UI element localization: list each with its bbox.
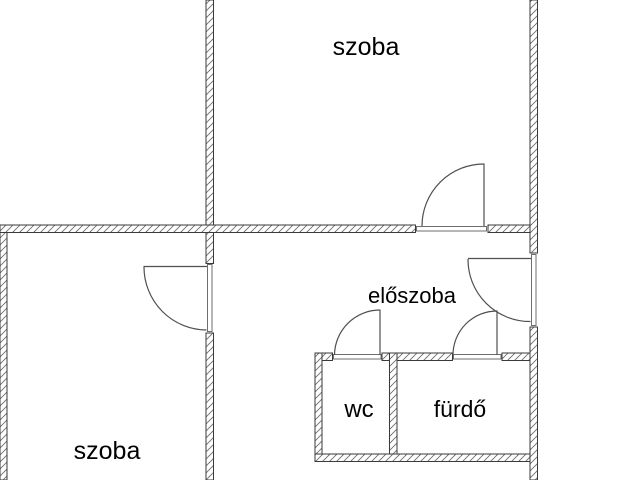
door-right-wall-arc bbox=[467, 258, 531, 323]
door-furdo bbox=[452, 310, 498, 356]
threshold-bottom-room-door bbox=[207, 264, 213, 332]
wall-box-top-right bbox=[501, 352, 531, 361]
wall-wc-furdo-divider bbox=[389, 352, 398, 462]
wall-top-vertical bbox=[205, 0, 214, 226]
door-wc bbox=[333, 309, 381, 356]
door-wc-arc bbox=[333, 309, 381, 356]
wall-main-horizontal-right bbox=[487, 224, 531, 233]
room-label-eloszoba: előszoba bbox=[368, 283, 457, 308]
threshold-furdo-door bbox=[453, 354, 502, 360]
wall-left-vertical bbox=[0, 232, 8, 480]
door-top-room bbox=[421, 163, 485, 227]
wall-right-vertical-lower bbox=[529, 326, 538, 480]
threshold-right-door bbox=[531, 254, 537, 326]
room-label-szoba-top: szoba bbox=[333, 33, 400, 61]
door-bottom-room bbox=[143, 265, 207, 331]
threshold-wc-door bbox=[333, 354, 382, 360]
wall-box-top-middle bbox=[381, 352, 453, 361]
door-top-room-arc bbox=[421, 163, 485, 227]
wall-box-bottom bbox=[314, 453, 531, 462]
wall-right-vertical-upper bbox=[529, 0, 538, 254]
threshold-top-room-door bbox=[416, 226, 487, 232]
wall-box-left bbox=[314, 352, 323, 462]
wall-middle-vertical-lower bbox=[205, 332, 214, 480]
door-furdo-arc bbox=[452, 310, 498, 356]
room-label-furdo: fürdő bbox=[434, 396, 486, 422]
wall-main-horizontal-left bbox=[0, 224, 416, 233]
door-bottom-room-arc bbox=[143, 266, 207, 331]
room-label-szoba-bottom: szoba bbox=[74, 437, 141, 465]
room-label-wc: wc bbox=[343, 396, 373, 423]
wall-middle-vertical-upper bbox=[205, 232, 214, 264]
door-right-wall bbox=[467, 257, 531, 323]
